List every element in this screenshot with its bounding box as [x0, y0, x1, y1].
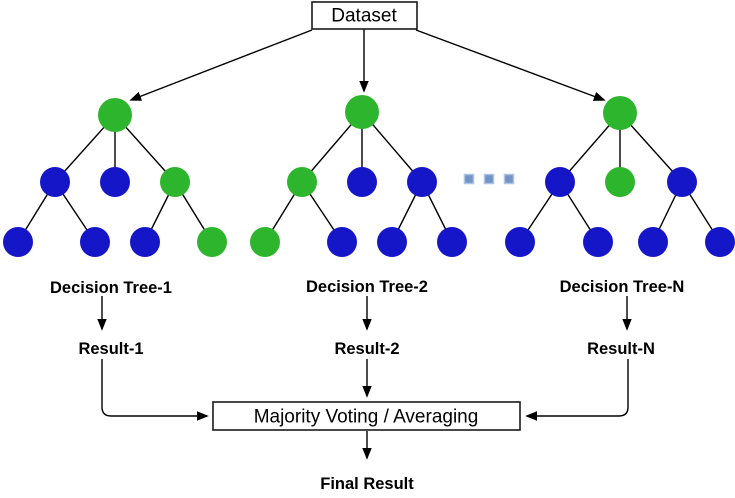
ellipsis-square-icon: [503, 173, 515, 185]
tree-1: [3, 98, 227, 257]
result-label-2: Result-2: [334, 340, 399, 358]
tree-node-green: [250, 227, 280, 257]
tree-node-green: [160, 167, 190, 197]
tree-node-blue: [583, 227, 613, 257]
tree-3: [505, 96, 735, 257]
ellipsis-square-icon: [463, 173, 475, 185]
dataset-label: Dataset: [331, 6, 397, 27]
voting-label: Majority Voting / Averaging: [254, 407, 479, 428]
result-label-1: Result-1: [78, 340, 143, 358]
tree-node-blue: [130, 227, 160, 257]
ellipsis-layer: [463, 173, 515, 185]
tree-node-blue: [705, 227, 735, 257]
tree-node-blue: [505, 227, 535, 257]
arrow-result-n-to-voting: [525, 359, 629, 421]
trees-layer: [3, 95, 735, 257]
tree-2: [250, 95, 467, 257]
tree-node-blue: [347, 167, 377, 197]
tree-label-n: Decision Tree-N: [560, 278, 685, 296]
tree-node-blue: [638, 227, 668, 257]
tree-node-green: [605, 167, 635, 197]
tree-node-blue: [437, 227, 467, 257]
tree-node-blue: [545, 167, 575, 197]
tree-node-blue: [100, 167, 130, 197]
tree-node-blue: [327, 227, 357, 257]
ellipsis-square-icon: [483, 173, 495, 185]
connectors-layer: [97, 29, 632, 460]
dataset-box: [311, 1, 418, 30]
tree-node-green: [603, 96, 637, 130]
arrow-dataset-to-tree-n: [415, 29, 606, 101]
tree-node-blue: [80, 227, 110, 257]
tree-node-green: [197, 227, 227, 257]
tree-node-green: [98, 98, 132, 132]
tree-label-2: Decision Tree-2: [306, 278, 428, 296]
tree-label-1: Decision Tree-1: [50, 279, 172, 297]
tree-node-blue: [407, 167, 437, 197]
tree-node-blue: [3, 227, 33, 257]
tree-node-blue: [377, 227, 407, 257]
arrow-result-1-to-voting: [101, 359, 209, 421]
tree-node-blue: [40, 167, 70, 197]
result-label-n: Result-N: [587, 340, 655, 358]
arrow-dataset-to-tree-1: [129, 29, 313, 101]
final-result-label: Final Result: [320, 475, 414, 493]
tree-node-green: [345, 95, 379, 129]
tree-node-blue: [667, 167, 697, 197]
tree-node-green: [287, 167, 317, 197]
voting-box: [212, 401, 521, 431]
